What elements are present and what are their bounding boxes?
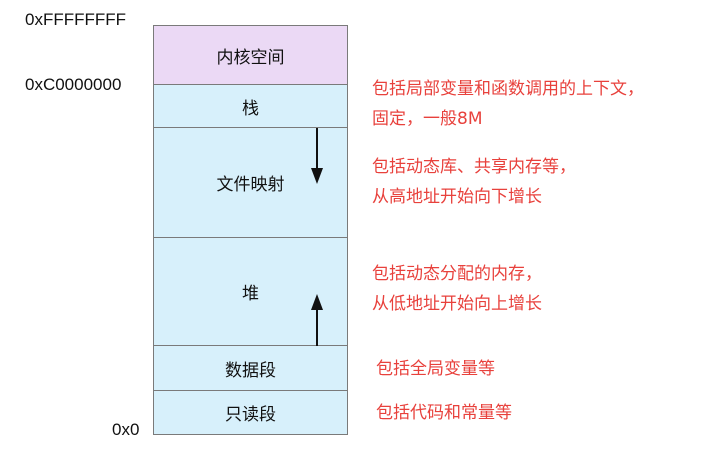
address-kernel-boundary-label: 0xC0000000	[25, 75, 122, 94]
note-heap-line1: 包括动态分配的内存，	[372, 264, 542, 284]
note-heap: 包括动态分配的内存， 从低地址开始向上增长	[372, 259, 542, 319]
address-top-label: 0xFFFFFFFF	[25, 10, 127, 29]
note-data-line1: 包括全局变量等	[376, 359, 495, 379]
segment-heap-label: 堆	[242, 284, 259, 304]
note-readonly: 包括代码和常量等	[376, 398, 512, 428]
segment-kernel-space-label: 内核空间	[216, 47, 285, 68]
note-mmap-line1: 包括动态库、共享内存等，	[372, 157, 576, 177]
heap-arrow-up-icon	[311, 294, 323, 346]
address-bottom-label: 0x0	[112, 420, 140, 439]
segment-kernel-space: 内核空间	[153, 25, 348, 85]
segment-readonly-label: 只读段	[225, 405, 276, 425]
mmap-arrow-down-icon	[311, 128, 323, 184]
segment-data: 数据段	[153, 346, 348, 391]
segment-heap: 堆	[153, 238, 348, 346]
note-readonly-line1: 包括代码和常量等	[376, 403, 512, 423]
segment-mmap: 文件映射	[153, 128, 348, 238]
note-stack: 包括局部变量和函数调用的上下文， 固定，一般8M	[372, 74, 644, 134]
segment-readonly: 只读段	[153, 391, 348, 435]
note-heap-line2: 从低地址开始向上增长	[372, 294, 542, 314]
note-stack-line2: 固定，一般8M	[372, 109, 483, 129]
note-mmap: 包括动态库、共享内存等， 从高地址开始向下增长	[372, 152, 576, 212]
segment-data-label: 数据段	[225, 360, 276, 381]
segment-stack-label: 栈	[242, 98, 259, 119]
note-mmap-line2: 从高地址开始向下增长	[372, 187, 542, 207]
note-data: 包括全局变量等	[376, 354, 495, 384]
segment-stack: 栈	[153, 85, 348, 128]
note-stack-line1: 包括局部变量和函数调用的上下文，	[372, 79, 644, 99]
segment-mmap-label: 文件映射	[216, 175, 285, 195]
